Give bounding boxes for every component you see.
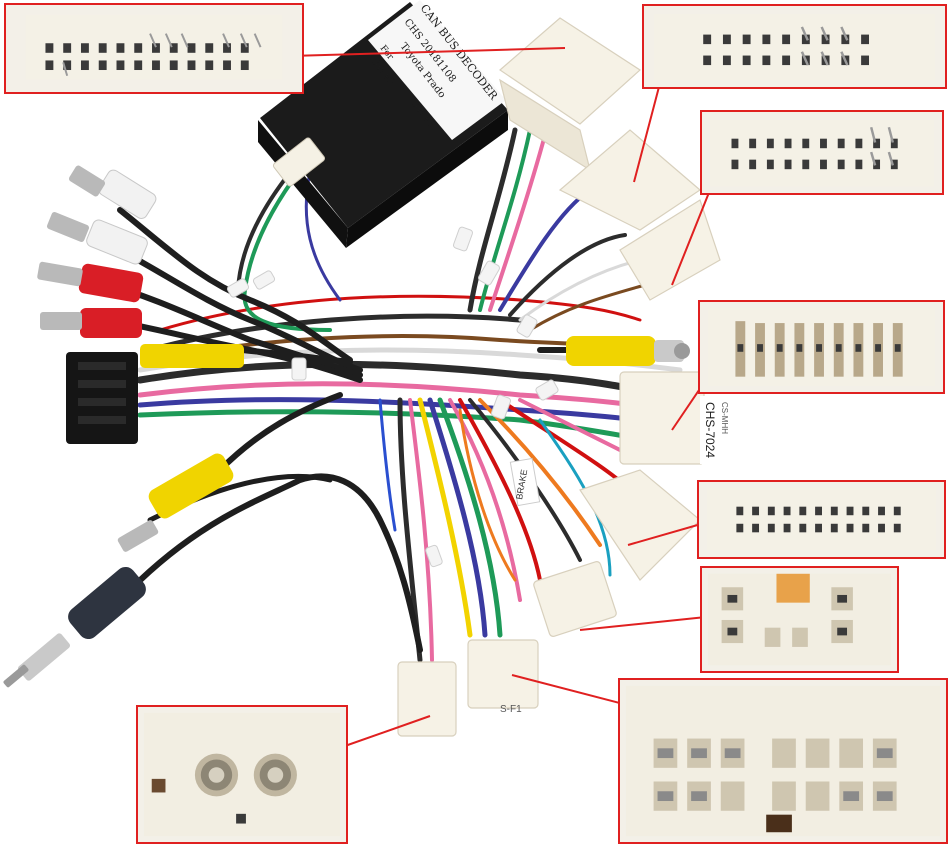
can-bus-decoder: CAN BUS DECODER CHS 20181108 Toyota Prad… (258, 0, 508, 248)
white-connectors (397, 17, 721, 737)
inset-connector-right-4 (700, 566, 899, 673)
rca-plug-red-1 (37, 261, 144, 303)
svg-text:CHS-7024: CHS-7024 (703, 402, 717, 458)
rca-plug-white-2 (46, 212, 148, 265)
svg-text:CS-MHH: CS-MHH (720, 402, 729, 434)
inset-connector-top-left (4, 3, 304, 94)
inset-connector-right-2 (698, 300, 945, 394)
inset-connector-6-detail (707, 573, 892, 666)
antenna-plug (3, 566, 146, 688)
inset-connector-5-detail (706, 487, 937, 551)
black-power-connector (66, 352, 138, 444)
rca-plug-white-1 (68, 165, 157, 219)
inset-connector-2-detail (653, 13, 936, 81)
rca-plug-yellow-left (117, 453, 234, 552)
rca-plug-yellow-center (140, 344, 244, 368)
brake-tag: BRAKE (509, 457, 541, 507)
inset-connector-bottom-left (136, 705, 348, 844)
inset-connector-7-detail (625, 685, 941, 837)
rca-plug-yellow-right (566, 336, 690, 366)
small-tag: S-F1 (500, 704, 522, 715)
connector-tag-chs: CHS-7024 CS-MHH (700, 396, 729, 464)
inset-connector-right-3 (697, 480, 946, 559)
inset-connector-1-detail (25, 14, 283, 80)
inset-connector-3-detail (709, 119, 935, 187)
inset-connector-top-right (642, 4, 947, 89)
inset-connector-right-1 (700, 110, 944, 195)
rca-plug-red-2 (40, 308, 142, 338)
inset-connector-8-detail (143, 712, 341, 837)
inset-connector-4-detail (707, 307, 936, 387)
inset-connector-bottom-right (618, 678, 948, 844)
